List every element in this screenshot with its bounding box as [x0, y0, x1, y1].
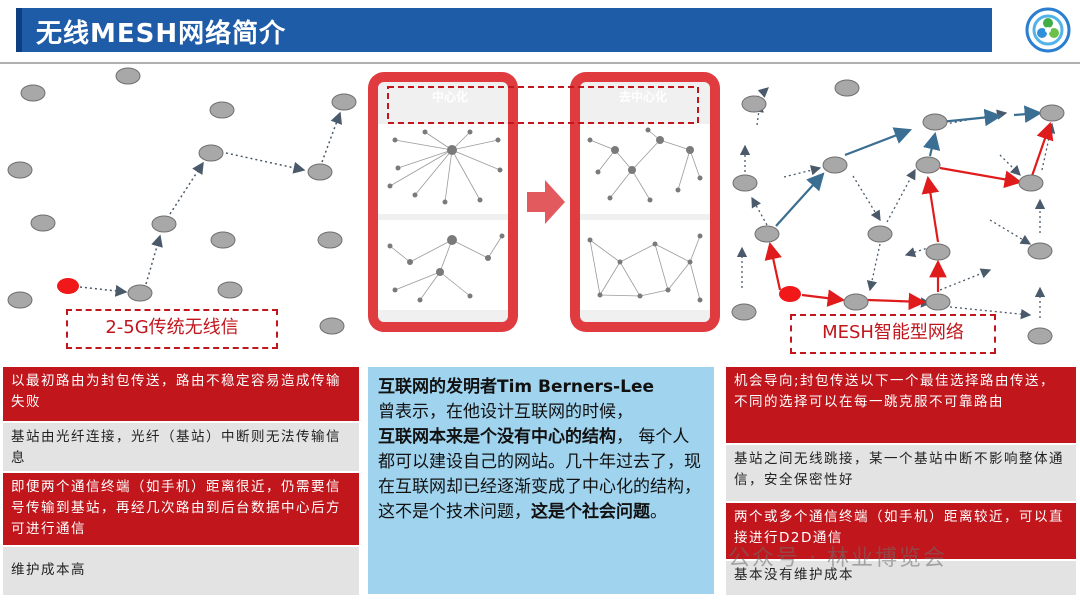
right-point-1: 机会导向;封包传送以下一个最佳选择路由传送，不同的选择可以在每一跳克服不可靠路由	[726, 367, 1076, 443]
start-node-marker	[57, 278, 79, 294]
quote-line-5-tail: 。	[650, 502, 667, 522]
phone-decentralized	[570, 72, 720, 332]
page-title: 无线MESH网络简介	[36, 19, 287, 49]
title-bar: 无线MESH网络简介	[16, 8, 992, 52]
left-point-1: 以最初路由为封包传送，路由不稳定容易造成传输失败	[3, 367, 359, 421]
quote-line-3: 互联网本来是个没有中心的结构	[378, 427, 616, 447]
middle-quote-box: 互联网的发明者Tim Berners-Lee 曾表示，在他设计互联网的时候， 互…	[368, 367, 714, 594]
right-point-2: 基站之间无线跳接，某一个基站中断不影响整体通信，安全保密性好	[726, 445, 1076, 501]
right-point-4: 基本没有维护成本	[726, 561, 1076, 595]
phone-header-frame	[387, 86, 699, 124]
quote-line-4: 每个人都可以建设自己的网站。几十年过去了，现在互联网却已经逐渐变成了中心化的结构…	[378, 427, 701, 522]
quote-line-5: 这是个社会问题	[531, 502, 650, 522]
logo-icon	[1025, 7, 1071, 53]
decentralized-label: 去中心化	[619, 89, 667, 104]
quote-line-2: 曾表示，在他设计互联网的时候，	[378, 402, 633, 422]
phone-centralized	[368, 72, 518, 332]
quote-line-1: 互联网的发明者Tim Berners-Lee	[378, 377, 655, 397]
network-diagrams: 中心化 去中心化	[7, 67, 1065, 345]
left-point-2: 基站由光纤连接，光纤（基站）中断则无法传输信息	[3, 423, 359, 471]
quote-line-3-tail: ，	[616, 427, 633, 447]
mesh-network-label: MESH智能型网络	[790, 314, 996, 354]
title-divider	[0, 62, 1080, 64]
traditional-network-label: 2-5G传统无线信	[66, 309, 278, 349]
watermark: 公众号 · 林业博览会	[728, 546, 947, 571]
left-point-4: 维护成本高	[3, 547, 359, 595]
centralized-label: 中心化	[432, 89, 468, 104]
traditional-network-diagram	[7, 67, 357, 335]
left-point-3: 即便两个通信终端（如手机）距离很近，仍需要信号传输到基站，再经几次路由到后台数据…	[3, 473, 359, 545]
right-point-3: 两个或多个通信终端（如手机）距离较近，可以直接进行D2D通信	[726, 503, 1076, 559]
transition-arrow-icon	[527, 180, 565, 224]
mesh-network-diagram	[731, 79, 1065, 345]
mesh-start-node-marker	[779, 286, 801, 302]
